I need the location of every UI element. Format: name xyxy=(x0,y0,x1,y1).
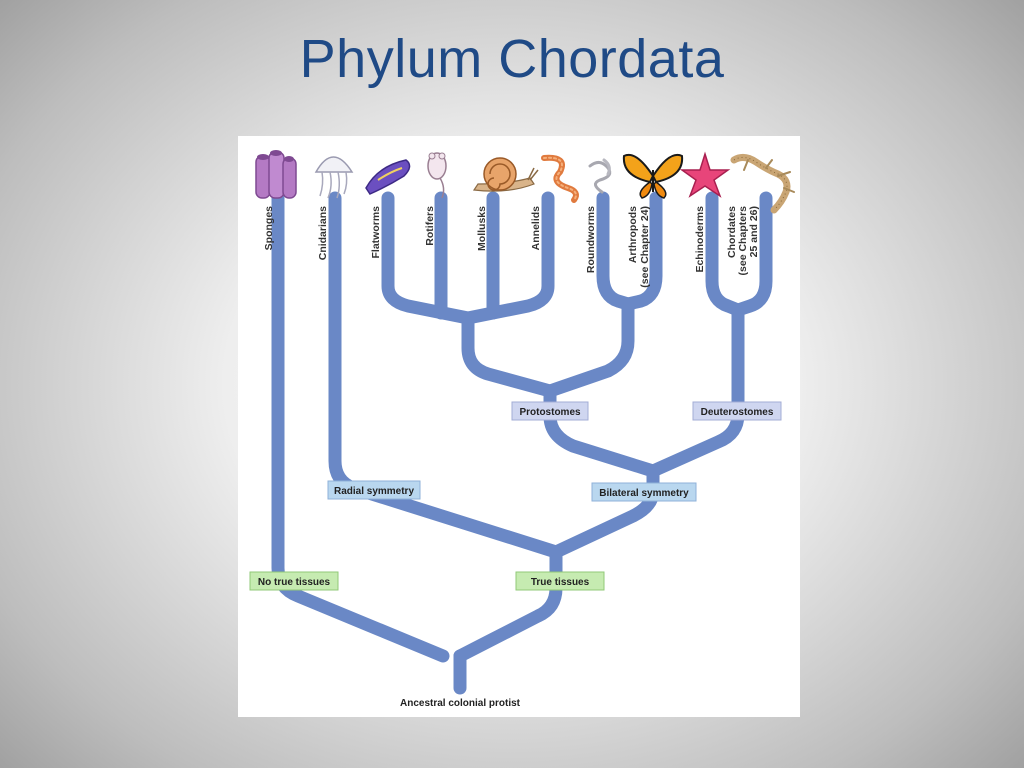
snail-icon xyxy=(472,157,539,192)
node-box-no-true-tissues: No true tissues xyxy=(249,571,339,591)
starfish-icon xyxy=(679,151,731,198)
taxon-label-annelids: Annelids xyxy=(530,206,542,250)
node-label-radial-symmetry: Radial symmetry xyxy=(334,486,414,497)
taxon-label-chordates-note-1: (see Chapters xyxy=(737,206,749,276)
node-box-radial-symmetry: Radial symmetry xyxy=(327,480,421,500)
flatworm-icon xyxy=(365,159,411,195)
taxon-label-rotifers: Rotifers xyxy=(424,206,436,246)
branch-lophotrochozoa xyxy=(461,311,557,398)
phylogenetic-tree-panel: Sponges Cnidarians Flatworms Rotifers Mo… xyxy=(238,136,800,717)
slide-title: Phylum Chordata xyxy=(299,29,725,89)
branch-eumetazoa xyxy=(453,545,563,663)
branch-echinoderms xyxy=(705,191,745,317)
taxon-label-chordates-note-2: 25 and 26) xyxy=(748,206,760,257)
node-label-bilateral-symmetry: Bilateral symmetry xyxy=(599,488,689,499)
lizard-icon xyxy=(730,153,795,214)
node-label-true-tissues: True tissues xyxy=(531,577,590,588)
taxon-label-sponges: Sponges xyxy=(263,206,275,250)
node-box-protostomes: Protostomes xyxy=(511,401,589,421)
taxon-label-chordates: Chordates xyxy=(726,206,738,258)
branch-roundworms xyxy=(596,191,635,311)
sponge-icon xyxy=(255,150,297,199)
taxon-label-arthropods-note: (see Chapter 24) xyxy=(639,206,651,288)
node-label-protostomes: Protostomes xyxy=(519,407,581,418)
rotifer-icon xyxy=(427,152,447,199)
phylogenetic-tree: Sponges Cnidarians Flatworms Rotifers Mo… xyxy=(249,150,795,709)
node-box-true-tissues: True tissues xyxy=(515,571,605,591)
taxon-label-flatworms: Flatworms xyxy=(370,206,382,259)
roundworm-icon xyxy=(588,158,612,194)
taxon-label-roundworms: Roundworms xyxy=(585,206,597,273)
butterfly-icon xyxy=(622,154,684,199)
taxon-label-arthropods: Arthropods xyxy=(627,206,639,263)
taxon-label-mollusks: Mollusks xyxy=(476,206,488,251)
tree-branches xyxy=(271,191,773,695)
node-box-deuterostomes: Deuterostomes xyxy=(692,401,782,421)
node-box-bilateral-symmetry: Bilateral symmetry xyxy=(591,482,697,502)
taxon-label-cnidarians: Cnidarians xyxy=(317,206,329,260)
node-label-no-true-tissues: No true tissues xyxy=(258,577,331,588)
taxon-label-echinoderms: Echinoderms xyxy=(694,206,706,273)
branch-arthropods xyxy=(621,191,663,311)
branch-annelids xyxy=(461,191,555,325)
branch-ecdysozoa xyxy=(543,297,635,398)
jellyfish-icon xyxy=(314,156,354,199)
annelid-icon xyxy=(541,154,579,203)
branch-chordates xyxy=(731,191,773,317)
node-label-deuterostomes: Deuterostomes xyxy=(701,407,774,418)
branch-deuterostomes xyxy=(646,303,745,478)
branch-flatworms xyxy=(381,191,475,325)
root-label: Ancestral colonial protist xyxy=(400,698,521,709)
